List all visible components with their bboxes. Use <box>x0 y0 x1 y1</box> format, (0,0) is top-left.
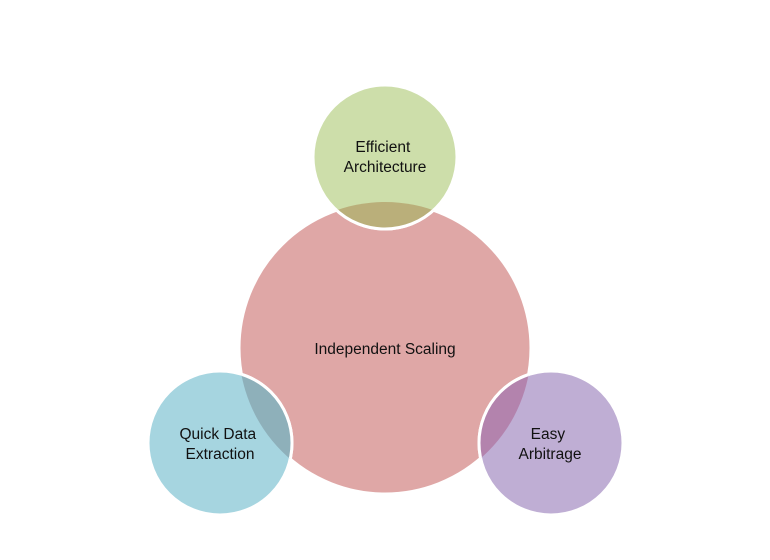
top-label: Efficient Architecture <box>344 139 427 176</box>
center-label: Independent Scaling <box>314 341 455 358</box>
left-label: Quick Data Extraction <box>180 426 261 463</box>
right-label: Easy Arbitrage <box>519 426 582 463</box>
